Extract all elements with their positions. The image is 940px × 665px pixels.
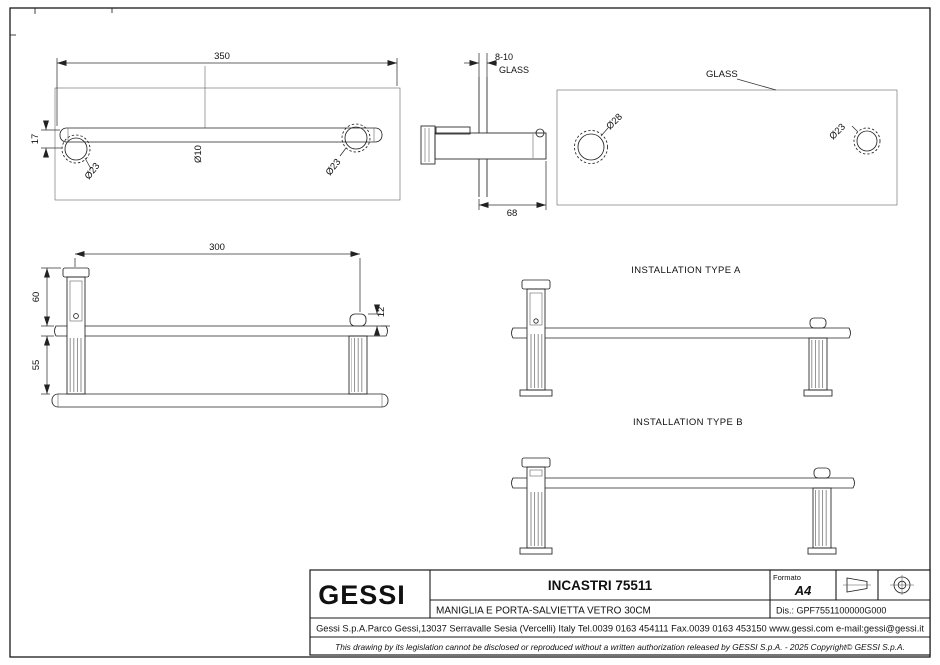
- glass-label-plan: GLASS: [706, 69, 738, 80]
- dim-55-label: 55: [31, 360, 42, 371]
- clamp-knob: [535, 128, 545, 138]
- company-address: Gessi S.p.A.Parco Gessi,13037 Serravalle…: [316, 624, 924, 634]
- copyright-notice: This drawing by its legislation cannot b…: [335, 642, 905, 652]
- glass-outline: [54, 87, 401, 201]
- gessi-logo: GESSI: [318, 580, 406, 610]
- dimension-300: 300: [74, 242, 361, 312]
- screw-hole: [73, 313, 79, 319]
- hole-23: [856, 130, 878, 152]
- dim-8-10-label: 8-10: [495, 52, 513, 62]
- dim-12-label: 12: [376, 307, 387, 318]
- product-description: MANIGLIA E PORTA-SALVIETTA VETRO 30CM: [436, 606, 651, 617]
- installation-type-a: INSTALLATION TYPE A: [511, 265, 851, 397]
- glass-leader: [736, 78, 777, 91]
- projection-cone-icon: [843, 577, 871, 593]
- left-foot: [519, 389, 553, 397]
- mount-left: [64, 137, 88, 161]
- side-view: 8-10 GLASS 68: [420, 52, 547, 219]
- dim-17-label: 17: [30, 134, 41, 145]
- handle-bar: [59, 127, 383, 143]
- formato-value: A4: [794, 583, 812, 598]
- right-knob: [349, 313, 367, 327]
- dimension-glass-thickness: 8-10 GLASS: [464, 52, 529, 77]
- installation-a-label: INSTALLATION TYPE A: [631, 265, 741, 276]
- dimension-55: 55: [31, 335, 54, 395]
- glass-outline-plan: [556, 89, 898, 206]
- dimension-17: 17: [30, 120, 62, 158]
- installation-b-label: INSTALLATION TYPE B: [633, 417, 743, 428]
- front-view: 300 60 55: [31, 242, 390, 408]
- dimension-350: 350: [56, 51, 398, 128]
- clamp-lip: [435, 126, 471, 135]
- dia-10-label: Ø10: [193, 145, 204, 163]
- top-view: 350 17 Ø23 Ø10 Ø23: [30, 51, 401, 201]
- glass-shelf-left-end: [511, 327, 527, 339]
- installation-type-b: INSTALLATION TYPE B: [511, 417, 855, 555]
- hole-knurl-23: [853, 127, 881, 155]
- right-foot: [803, 389, 833, 397]
- hole-knurl-28: [574, 130, 608, 164]
- dimension-68: 68: [478, 161, 547, 219]
- right-knob: [813, 467, 831, 479]
- glass-label-side: GLASS: [499, 65, 529, 75]
- right-knob: [809, 317, 827, 329]
- glass-shelf: [545, 477, 855, 489]
- dim-350-label: 350: [214, 51, 230, 62]
- dim-68-label: 68: [507, 208, 518, 219]
- product-code: INCASTRI 75511: [548, 578, 653, 593]
- formato-label: Formato: [773, 573, 801, 582]
- right-foot: [807, 547, 837, 555]
- mount-knurl-right: [341, 123, 371, 153]
- glass-shelf-left-end: [54, 325, 67, 337]
- screw-hole: [533, 318, 539, 324]
- mount-right: [344, 126, 368, 150]
- dimension-12: 12: [368, 304, 390, 336]
- glass-shelf-left-end: [511, 477, 527, 489]
- dim-300-label: 300: [209, 242, 225, 253]
- projection-circle-icon: [890, 575, 914, 595]
- sheet-frame: [9, 7, 931, 658]
- mount-knurl-left: [61, 134, 91, 164]
- dimension-60: 60: [31, 267, 61, 327]
- dim-60-label: 60: [31, 292, 42, 303]
- drawing-number: Dis.: GPF7551100000G000: [776, 606, 886, 616]
- title-block: GESSI INCASTRI 75511 MANIGLIA E PORTA-SA…: [309, 569, 931, 656]
- clamp-body: [434, 132, 547, 160]
- left-foot: [519, 547, 553, 555]
- glass-shelf: [545, 327, 851, 339]
- hole-28: [577, 133, 605, 161]
- towel-bar: [51, 393, 389, 408]
